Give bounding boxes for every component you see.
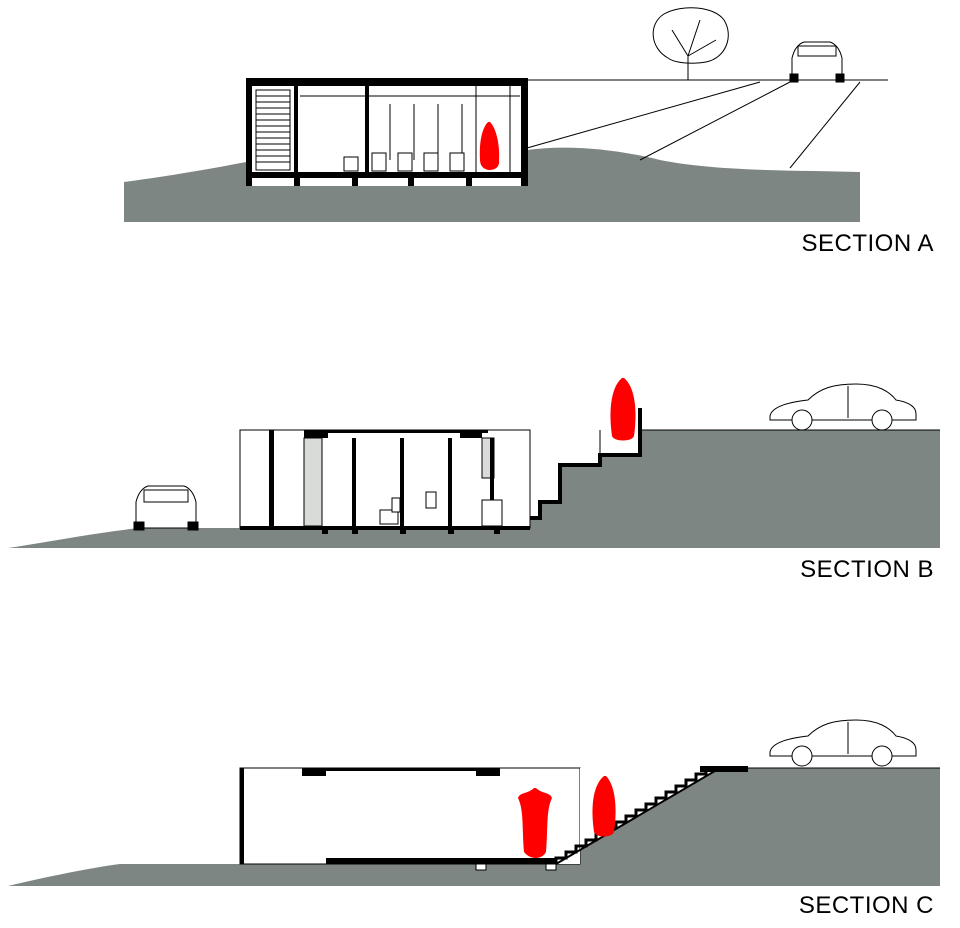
human-figure [610,378,636,441]
section-c-drawing [8,719,940,886]
ground-mass [8,768,940,886]
section-c: SECTION C [0,600,960,928]
section-b-drawing [8,378,940,548]
car-front-icon [133,485,199,531]
car-side-icon [769,383,917,431]
ground-mass [8,448,640,548]
ground-mass [124,147,860,222]
car-front-icon [789,41,845,83]
fixtures [379,491,503,527]
section-a: SECTION A [0,0,960,290]
car-side-icon [769,719,917,767]
section-a-drawing [124,7,888,222]
human-figure [518,788,552,858]
section-b: SECTION B [0,290,960,600]
stair-hatch [255,89,291,171]
fixtures [343,152,465,172]
section-label: SECTION B [800,556,934,583]
human-figure [592,776,616,837]
human-figure [479,122,500,170]
tree-icon [652,7,729,80]
section-label: SECTION A [801,230,934,257]
staircase [554,766,720,864]
section-label: SECTION C [798,892,934,919]
